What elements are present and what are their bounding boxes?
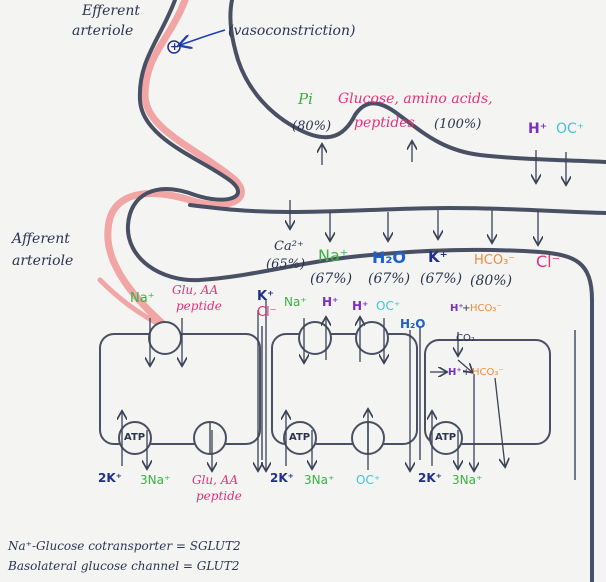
tubule-outline — [125, 0, 594, 582]
cell1-peptide-label: peptide — [176, 299, 222, 313]
tubule-inner-wall — [228, 0, 606, 164]
nhe-transporter-2 — [355, 321, 389, 355]
efferent-label: Efferent — [82, 3, 141, 19]
cell3-h2o-label: H₂O — [400, 317, 426, 331]
vasoconstriction-arrow — [180, 29, 226, 45]
cell2-cl-label: Cl⁻ — [257, 305, 277, 320]
cell3-plus-label: + — [462, 303, 471, 314]
cell1-na-label: Na⁺ — [130, 291, 155, 306]
k-percent: (67%) — [420, 271, 463, 287]
nhe-transporter-1 — [298, 321, 332, 355]
ca-percent: (65%) — [266, 257, 306, 272]
cell2-atp-pump — [283, 421, 317, 455]
cell1-glu-out-label: Glu, AA — [192, 473, 239, 487]
h2o-label: H₂O — [372, 248, 406, 267]
cell-3-box — [424, 339, 551, 445]
cell-2-box — [271, 333, 418, 445]
cell3-2k-label: 2K⁺ — [418, 471, 442, 485]
afferent-label-2: arteriole — [12, 253, 74, 269]
hco3-percent: (80%) — [470, 273, 513, 289]
cell3-co2-diss-arrow — [457, 359, 472, 372]
cell1-3na-label: 3Na⁺ — [140, 473, 171, 487]
hco3-label: HCO₃⁻ — [474, 253, 516, 268]
cell1-2k-label: 2K⁺ — [98, 471, 122, 485]
cl-label: Cl⁻ — [536, 252, 561, 271]
cell1-atp-label: ATP — [124, 432, 146, 443]
cell3-atp-label: ATP — [435, 432, 457, 443]
plus-circle — [167, 40, 181, 54]
cell2-oc-out-label: OC⁺ — [356, 473, 381, 487]
legend-glut2: Basolateral glucose channel = GLUT2 — [8, 559, 240, 573]
cell2-h1-label: H⁺ — [322, 295, 339, 309]
vasoconstriction-label: (vasoconstriction) — [228, 23, 356, 39]
na-label: Na⁺ — [318, 246, 349, 265]
efferent-label-2: arteriole — [72, 23, 134, 39]
legend-sglt2: Na⁺-Glucose cotransporter = SGLUT2 — [8, 539, 241, 553]
cell1-atp-pump — [118, 421, 152, 455]
h-lumen-label: H⁺ — [528, 121, 548, 137]
cell3-plus2-label: + — [462, 367, 471, 378]
cell3-hco3-label: HCO₃⁻ — [470, 303, 502, 314]
plus-label: + — [170, 40, 180, 53]
cell2-oc-label: OC⁺ — [376, 299, 401, 313]
k-label: K⁺ — [428, 248, 448, 266]
ca-label: Ca²⁺ — [274, 239, 304, 254]
sglt-transporter — [148, 321, 182, 355]
oc-lumen-label: OC⁺ — [556, 121, 585, 137]
pi-label: Pi — [298, 90, 313, 108]
glucose-label-2: peptides — [354, 115, 415, 131]
tubule-lumen-wall — [188, 203, 606, 215]
cell2-2k-label: 2K⁺ — [270, 471, 294, 485]
afferent-label: Afferent — [12, 231, 70, 247]
cell1-glu-label: Glu, AA — [172, 283, 219, 297]
cell1-peptide-out-label: peptide — [196, 489, 242, 503]
efferent-arteriole-vessel — [104, 0, 245, 334]
glucose-percent: (100%) — [434, 117, 482, 132]
cell3-h-label: H⁺ — [450, 303, 464, 314]
cell3-h2-label: H⁺ — [448, 367, 462, 378]
cell3-co2-label: CO₂ — [456, 333, 475, 344]
cell2-h2-label: H⁺ — [352, 299, 369, 313]
cell2-na-label: Na⁺ — [284, 295, 307, 309]
cell3-3na-label: 3Na⁺ — [452, 473, 483, 487]
na-percent: (67%) — [310, 271, 353, 287]
cell2-k-label: K⁺ — [257, 289, 274, 304]
h2o-percent: (67%) — [368, 271, 411, 287]
cell3-atp-pump — [429, 421, 463, 455]
cell3-hco3-out-arrow — [494, 377, 505, 466]
pi-percent: (80%) — [292, 119, 332, 134]
cell2-3na-label: 3Na⁺ — [304, 473, 335, 487]
cell3-hco3-2-label: HCO₃⁻ — [472, 367, 504, 378]
glucose-label: Glucose, amino acids, — [338, 91, 493, 107]
cell2-atp-label: ATP — [289, 432, 311, 443]
